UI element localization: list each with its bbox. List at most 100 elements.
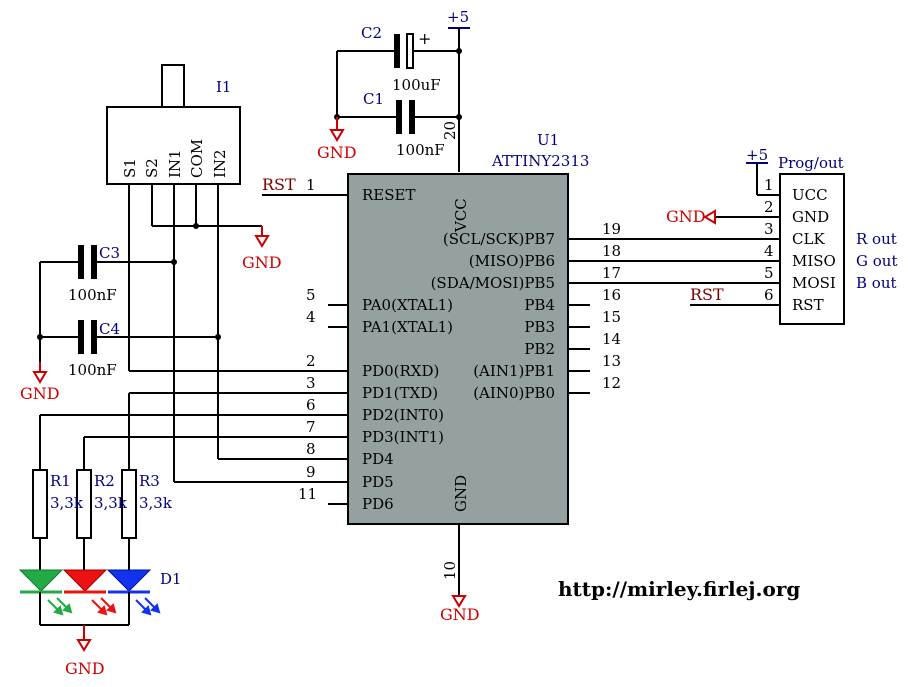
c1-ref: C1 xyxy=(363,90,384,108)
gnd-symbol-switch xyxy=(254,235,270,248)
mcu-pin-label: RESET xyxy=(362,186,415,204)
gnd-label-switch: GND xyxy=(242,253,282,272)
mcu-pin-label: PD5 xyxy=(362,473,394,491)
gnd-label-connector: GND xyxy=(666,207,706,226)
output-b-label: B out xyxy=(856,274,897,292)
gnd-symbol-mcu xyxy=(451,595,467,608)
mcu-vcc-label: VCC xyxy=(452,198,470,233)
resistor-r1 xyxy=(32,469,48,539)
mcu-pin-num: 1 xyxy=(306,176,316,194)
mcu-pin-num: 18 xyxy=(602,242,621,260)
mcu-pin-num: 13 xyxy=(602,352,621,370)
mcu-pin-label: PA1(XTAL1) xyxy=(362,318,453,336)
connector-pin-label: RST xyxy=(792,296,824,314)
r1-value: 3,3k xyxy=(50,494,84,512)
connector-pin-num: 3 xyxy=(764,220,774,238)
mcu-part: ATTINY2313 xyxy=(491,152,589,170)
mcu-pin-num: 16 xyxy=(602,286,621,304)
mcu-pin-num: 12 xyxy=(602,374,621,392)
mcu-pin-label: (MISO)PB6 xyxy=(469,252,555,270)
rst-net-label-left: RST xyxy=(262,175,296,194)
mcu-pin-label: PD6 xyxy=(362,495,394,513)
rst-net-label-connector: RST xyxy=(690,285,724,304)
switch-pin-s1: S1 xyxy=(121,158,139,178)
mcu-pin-num: 7 xyxy=(306,418,316,436)
mcu-pin-num: 4 xyxy=(306,308,316,326)
r2-ref: R2 xyxy=(94,472,115,490)
gnd-label-mcu: GND xyxy=(440,605,480,624)
mcu-pin-label: (SDA/MOSI)PB5 xyxy=(431,274,555,292)
mcu-pin-num: 14 xyxy=(602,330,621,348)
connector-ref: Prog/out xyxy=(778,154,844,172)
mcu-u1: U1 ATTINY2313 VCC GND RST 1 RESET 5 PA0(… xyxy=(40,131,780,624)
connector-prog-out: Prog/out +5 GND RST 1 UCC 2 GND 3 CLK 4 … xyxy=(666,146,897,325)
mcu-pin-label: PB2 xyxy=(524,340,555,358)
c2-plate xyxy=(394,34,400,68)
c2-ref: C2 xyxy=(361,24,382,42)
led-ref: D1 xyxy=(160,570,182,588)
output-g-label: G out xyxy=(856,252,897,270)
switch-pin-in2: IN2 xyxy=(211,149,229,178)
connector-pin-num: 4 xyxy=(764,242,774,260)
gnd-symbol-led xyxy=(76,639,92,652)
switch-lever xyxy=(161,64,185,108)
r3-value: 3,3k xyxy=(139,494,173,512)
connector-body xyxy=(779,173,845,325)
led-red xyxy=(62,569,108,592)
gnd-symbol-connector xyxy=(703,209,716,225)
mcu-pin-label: PD3(INT1) xyxy=(362,428,444,446)
connector-pin-label: MISO xyxy=(792,252,836,270)
connector-pin-label: CLK xyxy=(792,230,825,248)
vcc-pin-num: 20 xyxy=(441,121,459,140)
switch-i1: I1 S1 S2 IN1 COM IN2 GND xyxy=(106,64,282,482)
mcu-pin-num: 15 xyxy=(602,308,621,326)
gnd-label-led: GND xyxy=(65,659,105,678)
mcu-pin-num: 9 xyxy=(306,463,316,481)
gnd-pin-num: 10 xyxy=(441,561,459,580)
c3-ref: C3 xyxy=(99,244,120,262)
mcu-gnd-label: GND xyxy=(452,475,470,512)
mcu-pin-label: (SCL/SCK)PB7 xyxy=(443,230,555,248)
gnd-symbol-caps xyxy=(329,129,345,142)
connector-pin-label: GND xyxy=(792,208,829,226)
mcu-pin-label: PD1(TXD) xyxy=(362,384,438,402)
gnd-label-inputs: GND xyxy=(20,384,60,403)
power-caps: +5 C2 + 100uF C1 100nF 20 GND xyxy=(317,8,470,172)
gnd-label-caps: GND xyxy=(317,143,357,162)
mcu-pin-num: 5 xyxy=(306,286,316,304)
led-green xyxy=(18,569,64,592)
switch-pin-com: COM xyxy=(188,139,206,178)
led-blue xyxy=(106,569,152,592)
c3-value: 100nF xyxy=(68,286,117,304)
site-url: http://mirley.firlej.org xyxy=(558,577,800,601)
mcu-pin-label: PD2(INT0) xyxy=(362,406,444,424)
mcu-pin-label: PD4 xyxy=(362,450,394,468)
connector-pin-label: UCC xyxy=(792,186,828,204)
connector-vcc-label: +5 xyxy=(746,146,768,164)
vcc-label-top: +5 xyxy=(447,8,469,26)
mcu-pin-label: PD0(RXD) xyxy=(362,362,439,380)
c2-plus: + xyxy=(418,29,431,48)
c4-ref: C4 xyxy=(99,320,120,338)
mcu-pin-num: 19 xyxy=(602,220,621,238)
c2-plate-pos xyxy=(406,33,414,69)
connector-pin-num: 6 xyxy=(764,286,774,304)
mcu-pin-label: PB4 xyxy=(524,296,555,314)
connector-pin-label: MOSI xyxy=(792,274,836,292)
input-caps: C3 100nF C4 100nF GND xyxy=(20,244,221,403)
switch-pin-s2: S2 xyxy=(143,158,161,178)
mcu-pin-num: 3 xyxy=(306,374,316,392)
mcu-pin-num: 11 xyxy=(298,485,317,503)
connector-pin-num: 5 xyxy=(764,264,774,282)
mcu-pin-label: (AIN1)PB1 xyxy=(473,362,555,380)
output-r-label: R out xyxy=(856,230,897,248)
c4-value: 100nF xyxy=(68,361,117,379)
mcu-pin-num: 2 xyxy=(306,352,316,370)
connector-pin-num: 2 xyxy=(764,198,774,216)
mcu-pin-label: (AIN0)PB0 xyxy=(473,384,555,402)
gnd-symbol-inputs xyxy=(32,371,48,384)
mcu-pin-label: PB3 xyxy=(524,318,555,336)
c2-value: 100uF xyxy=(392,76,441,94)
r1-ref: R1 xyxy=(50,472,71,490)
